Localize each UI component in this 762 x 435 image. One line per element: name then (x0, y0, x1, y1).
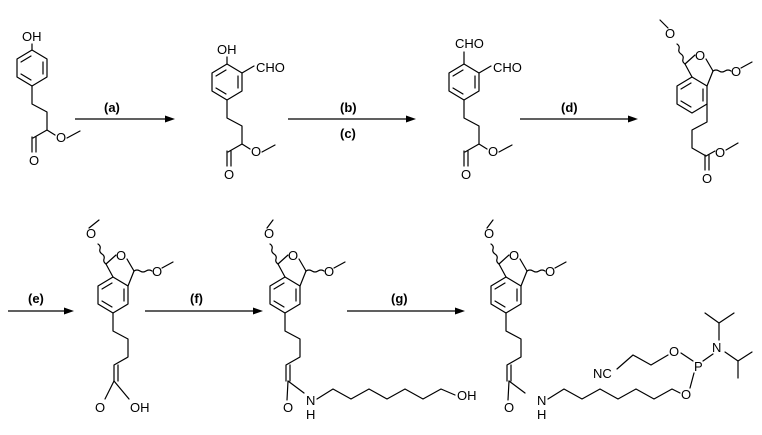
step-d-label: (d) (561, 100, 578, 115)
methoxy-oxygen-label: O (324, 264, 334, 279)
methoxy-oxygen-label: O (484, 226, 494, 241)
benzene-ring (269, 276, 301, 314)
amide-oxygen-label: O (504, 400, 514, 415)
isopropyl-top (704, 312, 720, 341)
step-a-label: (a) (104, 100, 120, 115)
step-b-label: (b) (340, 100, 357, 115)
step-f-label: (f) (190, 291, 203, 306)
ring-oxygen-label: O (116, 248, 126, 263)
dihydrofuran-ring (498, 254, 528, 287)
amide-oxygen-label: O (283, 400, 293, 415)
terminal-hydroxyl-label: OH (457, 388, 477, 403)
benzene-ring (97, 276, 129, 314)
compound-5: O O O O OH (86, 219, 174, 415)
amide-hydrogen-label: H (537, 407, 546, 422)
cyanoethyl-oxygen-label: O (669, 344, 679, 359)
compound-2: OH CHO O O (211, 42, 285, 182)
hexyl-linker (547, 388, 681, 400)
methoxy-oxygen-label: O (86, 226, 96, 241)
arrow-f (145, 307, 263, 315)
propanoate-chain (463, 99, 480, 153)
arrow-e (8, 307, 74, 315)
arrow-g (347, 307, 465, 315)
carbonyl-oxygen-label: O (702, 171, 712, 186)
methoxy-oxygen-label: O (731, 64, 741, 79)
amide-nitrogen-label: N (537, 393, 546, 408)
propanamide-chain (284, 312, 301, 382)
acid-carbonyl-oxygen-label: O (95, 400, 105, 415)
step-c-label: (c) (340, 126, 356, 141)
compound-4: O O O O O (659, 19, 753, 186)
aldehyde-label: CHO (256, 60, 285, 75)
arrow-a (75, 115, 175, 123)
carbonyl-oxygen-label: O (461, 167, 471, 182)
methoxy-oxygen-label: O (545, 264, 555, 279)
phosphorus-label: P (694, 359, 703, 374)
step-e-label: (e) (28, 291, 44, 306)
methoxy-oxygen-label: O (152, 264, 162, 279)
ring-oxygen-label: O (695, 48, 705, 63)
linker-oxygen-label: O (681, 387, 691, 402)
benzene-ring (16, 49, 48, 87)
aldehyde-label-top: CHO (455, 36, 484, 51)
ring-oxygen-label: O (509, 248, 519, 263)
cyanoethyl-chain (616, 354, 669, 370)
amide-nitrogen-label: N (306, 393, 315, 408)
dihydrofuran-ring (684, 54, 714, 87)
propanoate-chain (691, 103, 708, 157)
propanoate-chain (226, 99, 243, 153)
isopropyl-bottom (724, 351, 739, 379)
hydroxyl-label: OH (217, 42, 237, 57)
aldehyde-label-side: CHO (493, 60, 522, 75)
ester-oxygen-label: O (715, 145, 725, 160)
compound-7: O O O O N H O P O NC N (484, 219, 753, 422)
compound-6: O O O O N H OH (264, 219, 477, 422)
dihydrofuran-ring (277, 254, 307, 287)
step-g-label: (g) (391, 291, 408, 306)
ester-oxygen-label: O (251, 144, 261, 159)
ester-oxygen-label: O (56, 130, 66, 145)
methoxy-oxygen-label: O (264, 226, 274, 241)
ring-oxygen-label: O (288, 248, 298, 263)
nitrile-label: NC (593, 366, 612, 381)
dihydrofuran-ring (105, 254, 135, 287)
benzene-ring (448, 63, 480, 101)
benzene-ring (676, 76, 708, 114)
carbonyl-oxygen-label: O (29, 153, 39, 168)
benzene-ring (490, 276, 522, 314)
propanoate-chain (31, 85, 48, 139)
hydroxyl-label: OH (22, 29, 42, 44)
propanoic-acid-chain (112, 312, 129, 382)
propanamide-chain (505, 312, 522, 382)
phosphoramidite-nitrogen-label: N (712, 340, 721, 355)
methoxy-oxygen-label: O (665, 26, 675, 41)
compound-3: CHO CHO O O (448, 36, 522, 182)
carbonyl-oxygen-label: O (224, 167, 234, 182)
compound-1: OH O O (16, 29, 81, 168)
arrow-bc (288, 115, 416, 123)
arrow-d (520, 115, 638, 123)
hexyl-linker (316, 388, 456, 400)
benzene-ring (211, 63, 243, 101)
ester-oxygen-label: O (488, 144, 498, 159)
amide-hydrogen-label: H (306, 407, 315, 422)
acid-hydroxyl-label: OH (130, 400, 150, 415)
reaction-arrows: (a) (b) (c) (d) (e) (f) (g) (8, 100, 638, 315)
